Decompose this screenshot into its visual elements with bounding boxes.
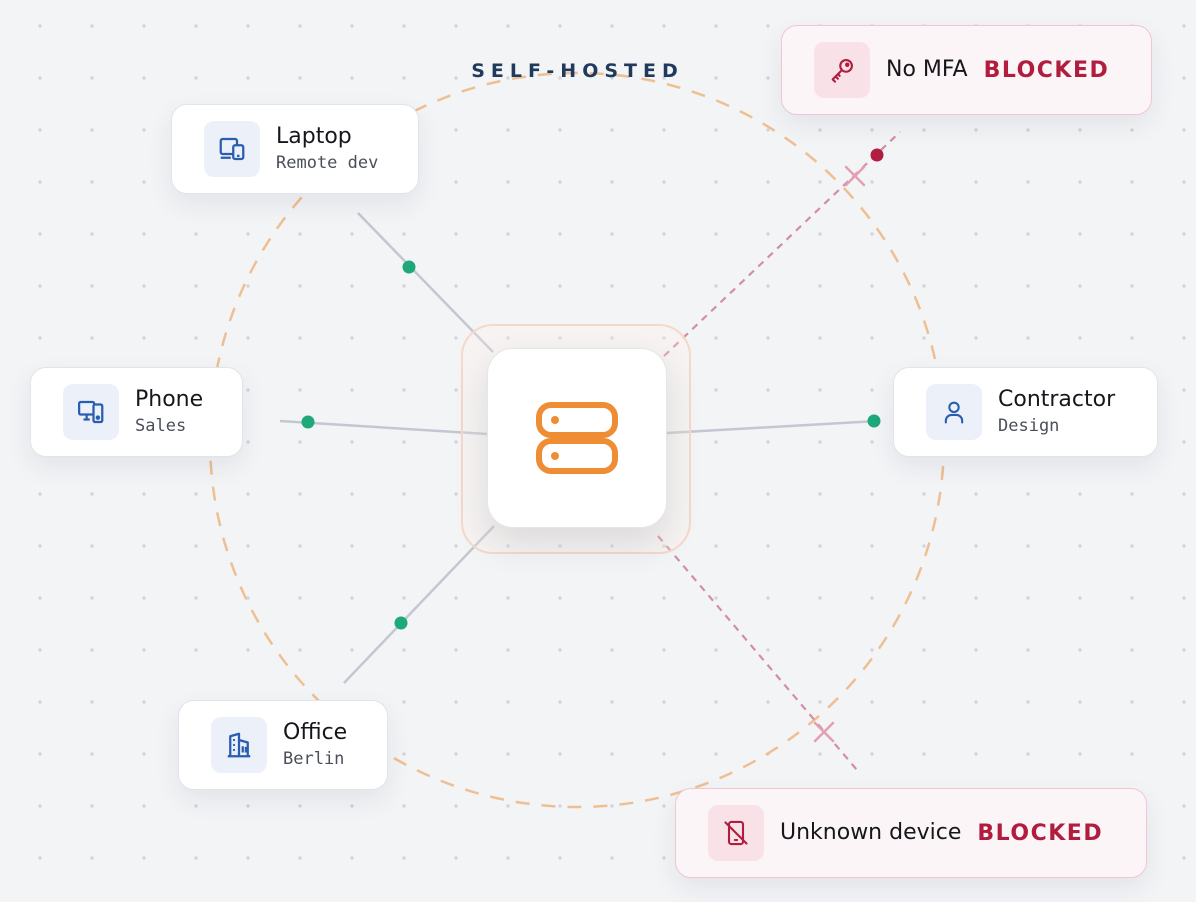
connected-dot xyxy=(867,414,881,428)
blocked-link-no-mfa xyxy=(663,131,901,357)
client-subtitle: Design xyxy=(998,416,1060,436)
perimeter-label: SELF-HOSTED xyxy=(471,60,684,82)
link-office xyxy=(343,525,495,684)
client-title: Laptop xyxy=(276,124,352,149)
client-card-laptop[interactable]: Laptop Remote dev xyxy=(171,104,419,194)
client-card-office[interactable]: Office Berlin xyxy=(178,700,388,790)
blocked-badge: BLOCKED xyxy=(983,57,1110,83)
building-icon xyxy=(227,732,251,758)
client-subtitle: Sales xyxy=(135,416,187,436)
device-off-icon xyxy=(724,820,748,846)
client-subtitle: Berlin xyxy=(283,749,345,769)
blocked-x-icon xyxy=(844,165,866,187)
building-icon-badge xyxy=(211,717,267,773)
client-title: Contractor xyxy=(998,387,1116,412)
client-subtitle: Remote dev xyxy=(276,153,379,173)
blocked-badge: BLOCKED xyxy=(977,820,1104,846)
link-contractor xyxy=(666,419,878,435)
connected-dot xyxy=(394,616,408,630)
client-card-phone[interactable]: Phone Sales xyxy=(30,367,243,457)
blocked-card-unknown-device[interactable]: Unknown device BLOCKED xyxy=(675,788,1147,878)
client-card-contractor[interactable]: Contractor Design xyxy=(893,367,1158,457)
desktop-phone-icon-badge xyxy=(63,384,119,440)
user-icon xyxy=(944,401,964,424)
key-icon-badge xyxy=(814,42,870,98)
user-icon-badge xyxy=(926,384,982,440)
blocked-title: Unknown device xyxy=(780,820,962,845)
connected-dot xyxy=(402,260,416,274)
client-title: Phone xyxy=(135,387,204,412)
server-hub[interactable] xyxy=(487,348,667,528)
blocked-card-no-mfa[interactable]: No MFA BLOCKED xyxy=(781,25,1152,115)
devices-icon xyxy=(219,137,245,161)
blocked-title: No MFA xyxy=(886,57,968,82)
link-laptop xyxy=(357,212,494,353)
blocked-dot xyxy=(870,148,884,162)
server-icon xyxy=(536,402,618,474)
blocked-x-icon xyxy=(813,721,835,743)
link-phone xyxy=(279,419,488,436)
key-icon xyxy=(831,59,853,83)
desktop-phone-icon xyxy=(78,400,104,424)
client-title: Office xyxy=(283,720,348,745)
device-off-icon-badge xyxy=(708,805,764,861)
devices-icon-badge xyxy=(204,121,260,177)
connected-dot xyxy=(301,415,315,429)
